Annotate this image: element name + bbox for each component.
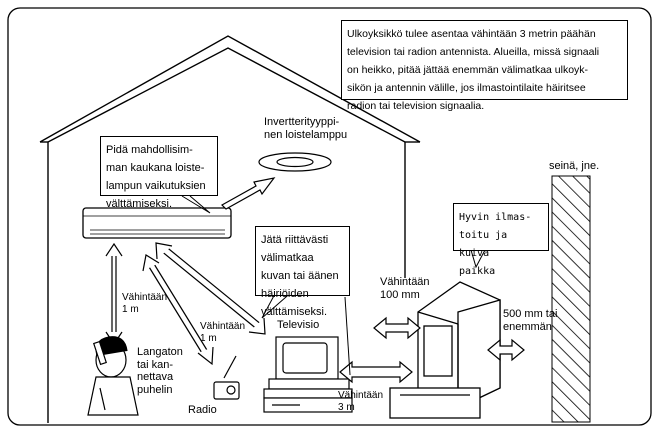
lamp-note-text: Pidä mahdollisim- man kaukana loiste- la… (106, 144, 206, 210)
inverter-lamp (258, 152, 332, 172)
min-1m-label-b: Vähintään 1 m (200, 321, 246, 344)
clearance-arrows (339, 316, 525, 384)
distance-note: Jätä riittävästi välimatkaa kuvan tai ää… (255, 226, 350, 318)
wall-hatch (551, 175, 591, 423)
radio (213, 355, 240, 400)
phone-label: Langaton tai kan- nettava puhelin (137, 346, 183, 396)
house-outline (39, 35, 421, 423)
ventilation-note-text: Hyvin ilmas- toitu ja kuiva paikka (459, 212, 532, 277)
distance-note-text: Jätä riittävästi välimatkaa kuvan tai ää… (261, 234, 339, 318)
antenna-note-text: Ulkoyksikkö tulee asentaa vähintään 3 me… (347, 28, 600, 112)
radio-label: Radio (188, 404, 217, 416)
min-3m-label: Vähintään 3 m (338, 390, 384, 413)
television-set (263, 336, 353, 413)
outdoor-unit (389, 281, 501, 419)
min-500mm-label: 500 mm tai enemmän (503, 308, 558, 333)
lamp-note: Pidä mahdollisim- man kaukana loiste- la… (100, 136, 218, 210)
ventilation-note: Hyvin ilmas- toitu ja kuiva paikka (453, 203, 549, 277)
lamp-distance-arrow (221, 177, 276, 210)
antenna-distance-note: Ulkoyksikkö tulee asentaa vähintään 3 me… (341, 20, 628, 112)
lamp-label: Invertteri­tyyppi- nen loistelamppu (264, 116, 348, 141)
outer-frame (7, 7, 652, 426)
wall-label: seinä, jne. (549, 160, 600, 172)
tv-label: Televisio (277, 319, 320, 331)
person-with-phone (87, 336, 139, 416)
min-1m-label-a: Vähintään 1 m (122, 292, 168, 315)
min-100mm-label: Vähintään 100 mm (380, 276, 430, 301)
distance-arrows (105, 242, 266, 366)
indoor-unit (82, 207, 232, 239)
